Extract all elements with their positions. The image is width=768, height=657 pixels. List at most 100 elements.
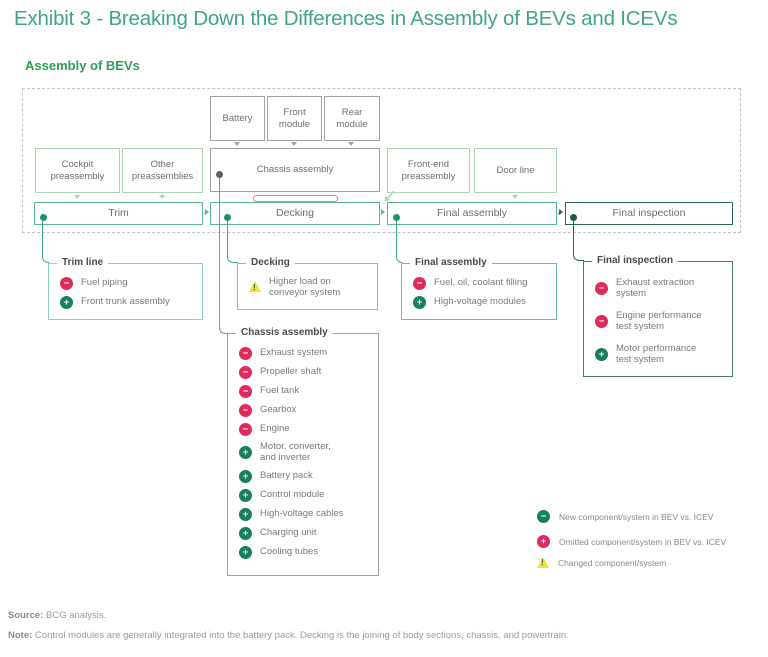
list-item: Battery pack [239,469,370,483]
plus-icon [239,469,252,483]
arrow-right-icon [204,208,209,217]
item-label: Cooling tubes [260,545,319,557]
box-door-line-label: Door line [496,164,535,176]
item-label: Motor, converter, and inverter [260,441,331,463]
legend-label: Omitted component/system in BEV vs. ICEV [559,536,727,547]
arrow-down-icon [73,194,82,199]
item-label: Fuel, oil, coolant filling [434,277,528,289]
note-text: Control modules are generally integrated… [34,630,569,641]
minus-icon [239,423,252,436]
detail-box-final-inspection: Final inspection Exhaust extraction syst… [583,255,733,377]
item-label: Engine performance test system [616,309,702,332]
stage-trim-label: Trim [108,207,129,220]
connector-dot [570,214,577,221]
item-label: Battery pack [260,469,313,481]
list-item: Engine performance test system [595,309,724,333]
list-item: Fuel piping [60,277,194,290]
stage-final-inspection: Final inspection [565,202,733,225]
detail-box-trim-line: Trim line Fuel piping Front trunk assemb… [48,257,203,320]
note-line: Note: Control modules are generally inte… [8,630,569,641]
item-label: Exhaust extraction system [616,277,695,299]
box-door-line: Door line [474,148,557,193]
arrow-down-icon [233,141,242,146]
item-label: Higher load on conveyor system [269,276,341,298]
arrow-down-icon [290,141,299,146]
connector-elbow [573,221,584,261]
connector-dot [393,214,400,221]
stage-final-assembly: Final assembly [387,202,557,225]
arrow-down-icon [511,194,520,199]
item-label: Front trunk assembly [81,296,170,308]
minus-icon [239,347,252,360]
list-item: Charging unit [239,526,370,540]
source-label: Source: [8,610,44,621]
stage-decking: Decking [210,202,380,225]
detail-box-title: Chassis assembly [236,327,333,338]
legend-label: New component/system in BEV vs. ICEV [559,511,714,522]
item-label: Fuel piping [81,277,128,289]
minus-icon [413,277,426,290]
arrow-right-icon [558,208,563,217]
connector-elbow [227,221,238,263]
box-front-module-label: Front module [278,107,311,130]
box-battery-label: Battery [222,112,253,124]
detail-box-final-assembly: Final assembly Fuel, oil, coolant fillin… [401,257,557,320]
source-line: Source: BCG analysis. [8,610,106,621]
highlight-oval [253,195,338,202]
list-item: Higher load on conveyor system [249,276,369,299]
minus-icon [239,404,252,417]
list-item: High-voltage cables [239,507,370,521]
arrow-right-icon [380,208,385,217]
detail-box-title: Trim line [57,257,109,268]
stage-final-inspection-label: Final inspection [612,207,686,220]
minus-icon [60,277,73,290]
stage-trim: Trim [34,202,203,225]
box-other-preassemblies: Other preassemblies [122,148,203,193]
minus-icon [239,385,252,398]
list-item: Exhaust system [239,347,370,360]
list-item: Exhaust extraction system [595,277,724,300]
green-circle-minus-icon [537,510,550,523]
list-item: Motor, converter, and inverter [239,441,370,464]
box-front-module: Front module [267,96,322,141]
item-label: Charging unit [260,526,317,538]
list-item: Motor performance test system [595,343,724,366]
box-rear-module: Rear module [324,96,380,141]
detail-box-title: Final assembly [410,257,492,268]
detail-box-chassis-assembly: Chassis assembly Exhaust system Propelle… [227,327,379,576]
detail-box-title: Final inspection [592,255,679,266]
legend-label: Changed component/system [558,558,667,568]
list-item: Gearbox [239,404,370,417]
plus-icon [595,348,608,362]
assembly-flow-frame [22,88,741,233]
item-label: High-voltage modules [434,296,526,308]
detail-box-decking: Decking Higher load on conveyor system [237,257,378,310]
list-item: Engine [239,423,370,436]
plus-icon [239,526,252,540]
item-label: Engine [260,423,290,435]
red-circle-plus-icon [537,535,550,548]
box-chassis-assembly-label: Chassis assembly [256,164,334,176]
connector-elbow [42,221,49,263]
list-item: Control module [239,488,370,502]
plus-icon [239,488,252,502]
plus-icon [239,446,252,460]
item-label: Propeller shaft [260,366,322,378]
item-label: Fuel tank [260,385,300,397]
legend-item-changed: Changed component/system [537,556,667,568]
legend-item-omitted: Omitted component/system in BEV vs. ICEV [537,535,726,548]
minus-icon [239,366,252,379]
list-item: Propeller shaft [239,366,370,379]
connector-elbow [396,221,402,263]
plus-icon [60,296,73,309]
list-item: High-voltage modules [413,296,548,309]
legend-item-new: New component/system in BEV vs. ICEV [537,510,713,523]
box-other-preassemblies-label: Other preassemblies [131,159,194,182]
arrow-diagonal-icon [384,190,395,202]
source-text: BCG analysis. [46,610,107,621]
warning-icon [537,556,549,568]
box-rear-module-label: Rear module [336,107,368,130]
diagram-subtitle: Assembly of BEVs [25,58,140,73]
list-item: Cooling tubes [239,545,370,559]
